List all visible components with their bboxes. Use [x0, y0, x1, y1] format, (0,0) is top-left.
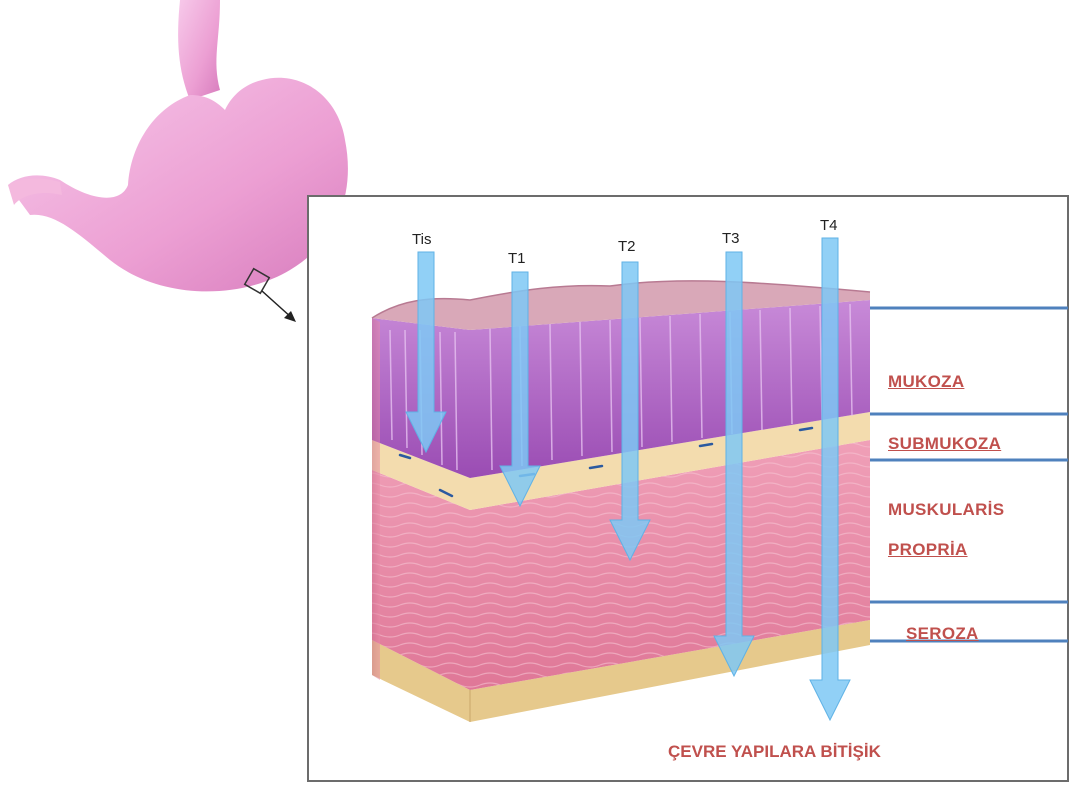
label-muskularis-line1: MUSKULARİS	[888, 500, 1004, 520]
stage-label-tis: Tis	[412, 231, 431, 248]
stomach-illustration	[8, 0, 348, 322]
stage-label-t2: T2	[618, 238, 636, 255]
stage-label-t3: T3	[722, 230, 740, 247]
tissue-block	[372, 281, 870, 722]
stage-label-t4: T4	[820, 217, 838, 234]
esophagus	[178, 0, 220, 100]
stage-label-t1: T1	[508, 250, 526, 267]
label-seroza: SEROZA	[906, 624, 979, 644]
label-adjacent-structures: ÇEVRE YAPILARA BİTİŞİK	[668, 742, 881, 762]
zoom-pointer	[262, 291, 292, 318]
label-mukoza: MUKOZA	[888, 372, 964, 392]
label-submukoza: SUBMUKOZA	[888, 434, 1001, 454]
label-muskularis-line2: PROPRİA	[888, 540, 968, 560]
